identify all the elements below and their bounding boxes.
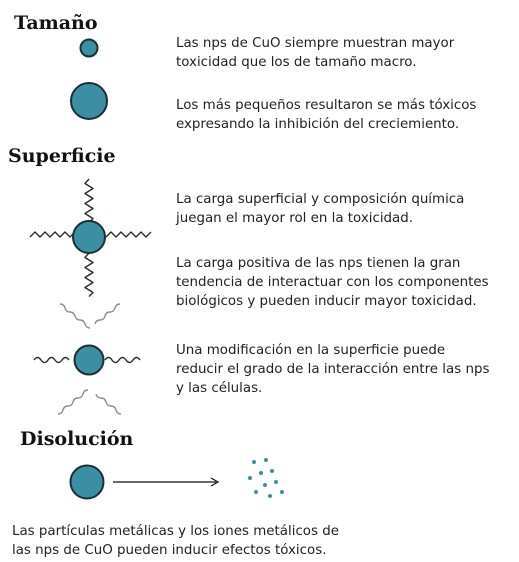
ligand-top [84, 178, 94, 223]
modified-surface-nanoparticle [33, 303, 141, 415]
size-text-1: Las nps de CuO siempre muestran mayor to… [176, 36, 455, 70]
nanoparticle-core [72, 220, 106, 254]
surface-text-1: La carga superficial y composición quími… [176, 192, 465, 226]
ligand-sw [57, 389, 89, 415]
surface-text-2: La carga positiva de las nps tienen la g… [176, 256, 489, 309]
nanoparticle-core [73, 344, 105, 376]
ligand-e [104, 356, 141, 364]
metal-ions [248, 458, 284, 498]
size-text-2: Los más pequeños resultaron se más tóxic… [176, 98, 477, 132]
ligand-ne [94, 303, 121, 325]
dissolving-nanoparticle [69, 464, 105, 500]
heading-tamano: Tamaño [14, 12, 98, 34]
surface-text-3: Una modificación en la superficie puede … [176, 343, 490, 396]
arrow-head [210, 477, 220, 487]
dissolution-text: Las partículas metálicas y los iones met… [12, 524, 339, 558]
charged-surface-nanoparticle [29, 178, 152, 297]
ligand-bottom [84, 252, 94, 297]
large-nanoparticle [70, 82, 108, 120]
heading-disolucion: Disolución [20, 428, 134, 450]
small-nanoparticle [79, 38, 99, 58]
ligand-left [29, 231, 80, 238]
ligand-nw [59, 303, 91, 329]
ligand-w [33, 356, 70, 364]
ligand-right [105, 231, 152, 238]
heading-superficie: Superficie [8, 145, 116, 167]
ligand-se [95, 393, 122, 415]
